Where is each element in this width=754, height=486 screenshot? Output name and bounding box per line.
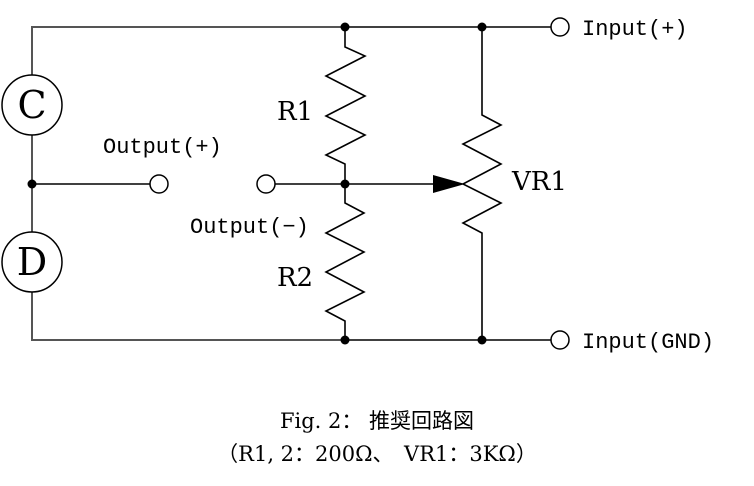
wire-left-top: [31, 26, 345, 75]
vr1-wiper-arrow-icon: [433, 175, 465, 193]
vr1-label: VR1: [511, 167, 567, 197]
junction-vr1-top: [477, 22, 487, 32]
output-plus-label: Output(+): [103, 135, 222, 160]
junction-r1-top: [340, 22, 350, 32]
input-gnd-label: Input(GND): [582, 330, 714, 355]
vr1-zigzag: [461, 27, 503, 340]
resistor-r1: R1: [277, 27, 367, 184]
junction-r1-r2-mid: [340, 179, 350, 189]
junction-vr1-bottom: [477, 335, 487, 345]
sensor-d: D: [1, 231, 63, 293]
junction-left-mid: [27, 179, 37, 189]
circuit-diagram: C D Output(+) Output(−) R1 R2 VR1 Input(…: [1, 17, 714, 355]
resistor-r2-label: R2: [277, 263, 313, 293]
sensor-c-circle: [1, 74, 63, 136]
input-gnd-terminal[interactable]: [550, 330, 570, 350]
input-plus-terminal[interactable]: [550, 17, 570, 37]
sensor-d-label: D: [17, 240, 47, 284]
output-plus-terminal[interactable]: [149, 174, 169, 194]
sensor-c: C: [1, 74, 63, 136]
sensor-d-circle: [1, 231, 63, 293]
resistor-r1-zigzag: [324, 27, 367, 184]
output-minus-terminal[interactable]: [256, 174, 276, 194]
input-plus-label: Input(+): [582, 17, 688, 42]
resistor-r2: R2: [277, 184, 366, 340]
output-minus-label: Output(−): [190, 215, 309, 240]
figure-caption-values: （R1, 2：200Ω、 VR1：3KΩ）: [217, 442, 537, 466]
resistor-r2-zigzag: [324, 184, 366, 340]
variable-resistor-vr1: VR1: [433, 27, 567, 340]
wire-left-bottom: [31, 292, 345, 341]
resistor-r1-label: R1: [277, 97, 313, 127]
figure-caption-title: Fig. 2： 推奨回路図: [279, 409, 475, 433]
sensor-c-label: C: [17, 83, 46, 127]
junction-r2-bottom: [340, 335, 350, 345]
